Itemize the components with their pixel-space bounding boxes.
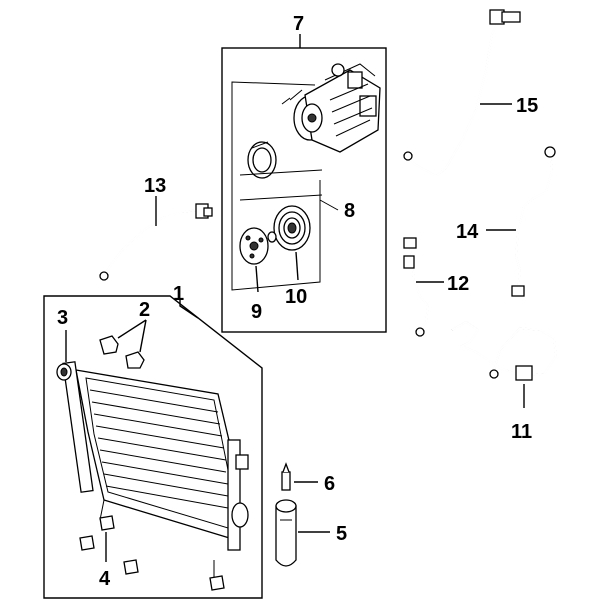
- leader-2b: [139, 319, 147, 353]
- compressor: [281, 63, 381, 153]
- callout-4: 4: [99, 568, 111, 590]
- condenser-group: 1 2: [43, 283, 263, 599]
- line-14: [511, 146, 556, 297]
- callout-8: 8: [344, 200, 355, 222]
- condenser: [62, 361, 249, 585]
- line-11: [451, 320, 558, 381]
- nut: [56, 363, 72, 381]
- pressure-switch: [281, 462, 291, 491]
- leader-2a: [117, 319, 147, 339]
- callout-10: 10: [285, 286, 307, 308]
- callout-9: 9: [251, 301, 262, 323]
- callout-7: 7: [293, 13, 304, 35]
- clutch-dash-line-1: [239, 169, 323, 176]
- callout-2: 2: [139, 299, 150, 321]
- compressor-group-box: [221, 47, 387, 333]
- callout-13: 13: [144, 175, 166, 197]
- receiver-drier: [275, 499, 297, 567]
- clutch-dash-line-2: [239, 194, 323, 201]
- leader-8: [319, 199, 339, 211]
- callout-11: 11: [511, 421, 532, 443]
- clutch-plate: [239, 227, 269, 265]
- callout-12: 12: [447, 273, 469, 295]
- clutch-sub-box: [231, 81, 321, 291]
- callout-5: 5: [336, 523, 347, 545]
- line-12: [403, 237, 430, 337]
- callout-15: 15: [516, 95, 538, 117]
- callout-6: 6: [324, 473, 335, 495]
- insulators: [79, 515, 225, 591]
- clutch-pulley: [273, 205, 311, 251]
- bracket-clips: [99, 335, 145, 369]
- line-15: [403, 9, 521, 178]
- condenser-group-box: [43, 295, 263, 599]
- snap-ring: [267, 231, 277, 243]
- callout-1: 1: [173, 283, 184, 305]
- clutch-coil: [247, 141, 277, 179]
- callout-3: 3: [57, 307, 68, 329]
- callout-14: 14: [456, 221, 479, 243]
- leader-10: [295, 251, 299, 281]
- compressor-assembly-group: 7 8: [221, 13, 387, 333]
- leader-9: [255, 265, 259, 293]
